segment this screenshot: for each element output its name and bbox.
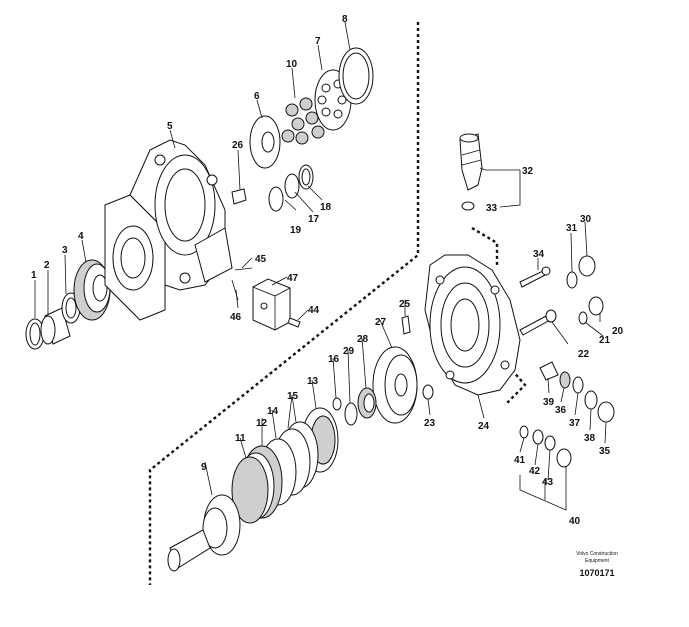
- callout-18: 18: [320, 202, 332, 213]
- callout-5: 5: [167, 121, 173, 132]
- callout-17: 17: [308, 214, 320, 225]
- callout-2: 2: [44, 260, 50, 271]
- callout-29: 29: [343, 346, 355, 357]
- motor-group: [25, 47, 374, 350]
- callout-4: 4: [78, 231, 84, 242]
- callout-40: 40: [569, 516, 581, 527]
- callout-21: 21: [599, 335, 611, 346]
- callout-6: 6: [254, 91, 260, 102]
- callout-16: 16: [328, 354, 340, 365]
- leader-lines: [34, 21, 607, 511]
- callout-46: 46: [230, 312, 242, 323]
- caption-equipment: Equipment: [585, 558, 610, 564]
- callout-25: 25: [399, 299, 411, 310]
- callout-3: 3: [62, 245, 68, 256]
- callout-34: 34: [533, 249, 545, 260]
- callout-24: 24: [478, 421, 490, 432]
- callout-47: 47: [287, 273, 299, 284]
- callout-36: 36: [555, 405, 567, 416]
- callout-39: 39: [543, 397, 555, 408]
- callout-44: 44: [308, 305, 320, 316]
- callout-12: 12: [256, 418, 268, 429]
- callout-13: 13: [307, 376, 319, 387]
- callout-10: 10: [286, 59, 298, 70]
- callout-15: 15: [287, 391, 299, 402]
- callout-27: 27: [375, 317, 387, 328]
- callout-37: 37: [569, 418, 581, 429]
- drive-group: [167, 346, 418, 572]
- callout-42: 42: [529, 466, 541, 477]
- callout-41: 41: [514, 455, 526, 466]
- caption-company: Volvo Construction: [576, 551, 618, 557]
- callout-43: 43: [542, 477, 554, 488]
- callout-20: 20: [612, 326, 624, 337]
- callout-labels: 1 2 3 4 5 6 7 8 9 10 11 12 13 14 15 16 1…: [31, 14, 624, 527]
- callout-23: 23: [424, 418, 436, 429]
- callout-8: 8: [342, 14, 348, 25]
- callout-38: 38: [584, 433, 596, 444]
- section-boundaries: [148, 22, 527, 585]
- figure-reference-number: 1070171: [579, 568, 614, 578]
- callout-14: 14: [267, 406, 279, 417]
- callout-9: 9: [201, 462, 207, 473]
- callout-31: 31: [566, 223, 578, 234]
- callout-7: 7: [315, 36, 321, 47]
- callout-45: 45: [255, 254, 267, 265]
- callout-1: 1: [31, 270, 37, 281]
- callout-32: 32: [522, 166, 534, 177]
- callout-28: 28: [357, 334, 369, 345]
- callout-33: 33: [486, 203, 498, 214]
- callout-30: 30: [580, 214, 592, 225]
- callout-11: 11: [235, 433, 246, 444]
- callout-22: 22: [578, 349, 590, 360]
- callout-35: 35: [599, 446, 611, 457]
- callout-19: 19: [290, 225, 302, 236]
- right-housing-group: [401, 133, 615, 468]
- callout-26: 26: [232, 140, 244, 151]
- figure-caption: Volvo Construction Equipment 1070171: [576, 551, 618, 578]
